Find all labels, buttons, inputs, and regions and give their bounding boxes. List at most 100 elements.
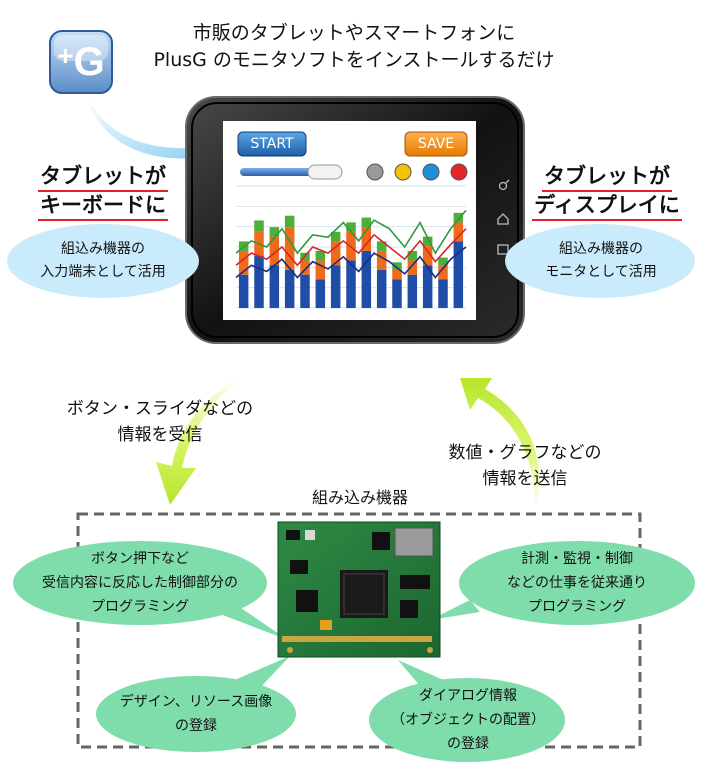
receive-caption-line1: ボタン・スライダなどの (66, 399, 254, 419)
bubble-right-line1: 計測・監視・制御 (521, 551, 633, 567)
left-desc-bubble (7, 224, 199, 298)
chart-bar-segment (315, 279, 326, 308)
bubble-left-shape (13, 541, 288, 640)
left-desc-line1: 組込み機器の (61, 241, 145, 257)
bubble-bottom-right-line1: ダイアログ情報 (419, 688, 517, 704)
bubble-bottom-left-line1: デザイン、リソース画像 (119, 694, 273, 710)
chart-bar-segment (300, 274, 310, 308)
chart-bar-segment (269, 236, 280, 266)
g-letter: G (73, 40, 105, 84)
chart-bar-segment (392, 279, 402, 308)
embedded-board-image (277, 521, 441, 658)
indicator-lights (366, 163, 468, 181)
chart-bar-segment (407, 274, 418, 308)
left-title-line2: キーボードに (38, 192, 168, 221)
bubble-right-shape (430, 541, 695, 625)
chart-bar-segment (300, 260, 310, 275)
chart-line (235, 209, 467, 255)
chart-bar-segment (284, 215, 295, 228)
indicator-light (394, 163, 412, 181)
chart-bar-segment (376, 269, 387, 308)
right-title-line2: ディスプレイに (532, 192, 682, 221)
chart-bar-segment (422, 246, 433, 266)
chart-bar-segment (315, 260, 326, 280)
chart-line (235, 228, 467, 267)
left-desc-line2: 入力端末として活用 (40, 264, 166, 280)
chart-bar-segment (392, 262, 402, 270)
chart-bar-segment (330, 231, 341, 242)
bubble-left-text: ボタン押下など 受信内容に反応した制御部分の プログラミング (18, 547, 262, 619)
send-caption-line1: 数値・グラフなどの (448, 443, 602, 463)
bubble-left-line3: プログラミング (91, 599, 189, 615)
chart-bar-segment (254, 255, 264, 308)
bubble-bottom-right-shape (369, 660, 565, 762)
chart-bar-segment (407, 250, 418, 261)
chart-bar-segment (238, 250, 249, 275)
chart-bar-segment (238, 274, 249, 308)
chart-bar-segment (284, 269, 295, 308)
bubble-bottom-left-shape (96, 656, 296, 752)
headline-line1: 市販のタブレットやスマートフォンに (192, 22, 516, 44)
chart-bar-segment (361, 250, 372, 308)
chart-bar-segment (438, 265, 448, 280)
indicator-light (422, 163, 440, 181)
right-title-line1: タブレットが (542, 163, 672, 192)
chart-bar-segment (284, 227, 295, 270)
send-caption: 数値・グラフなどの 情報を送信 (415, 440, 635, 492)
bubble-bottom-left-line2: の登録 (175, 718, 217, 734)
plus-glyph: + (57, 40, 74, 71)
chart-bar-segment (453, 222, 464, 242)
chart-bar-segment (361, 217, 372, 228)
bubble-bottom-right-line3: の登録 (447, 736, 489, 752)
start-button[interactable]: START (250, 136, 294, 152)
right-desc-bubble (505, 224, 695, 298)
chart-bar-segment (438, 257, 448, 266)
slider-track (240, 168, 330, 176)
chart-bar-segment (376, 241, 387, 251)
left-desc: 組込み機器の 入力端末として活用 (10, 238, 196, 284)
chart-bar-segment (376, 250, 387, 270)
save-button[interactable]: SAVE (417, 136, 455, 152)
bubble-bottom-right-text: ダイアログ情報 （オブジェクトの配置） の登録 (372, 684, 564, 756)
chart-bar-segment (315, 250, 326, 261)
chart-bar-segment (254, 220, 264, 232)
send-caption-line2: 情報を送信 (482, 469, 568, 489)
bubble-bottom-right-line2: （オブジェクトの配置） (391, 712, 545, 728)
chart-bar-segment (330, 265, 341, 308)
chart-bar-segment (346, 222, 356, 232)
receive-caption-line2: 情報を受信 (117, 425, 203, 445)
chart-bar-segment (407, 260, 418, 275)
bubble-left-line1: ボタン押下など (91, 551, 189, 567)
chart-bar-segment (269, 265, 280, 308)
headline-line2: PlusG のモニタソフトをインストールするだけ (153, 49, 555, 71)
left-title-line1: タブレットが (38, 163, 168, 192)
chart-bar-segment (422, 236, 433, 247)
indicator-light (450, 163, 468, 181)
tablet-chart (235, 185, 467, 309)
chart-bar-segment (422, 265, 433, 308)
chart-bar-segment (453, 241, 464, 308)
bubble-right-text: 計測・監視・制御 などの仕事を従来通り プログラミング (465, 547, 689, 619)
chart-line (235, 246, 467, 279)
receive-caption: ボタン・スライダなどの 情報を受信 (40, 396, 280, 448)
slider-handle (307, 164, 343, 180)
chart-bar-segment (361, 227, 372, 251)
left-title: タブレットが キーボードに (8, 163, 198, 221)
bubble-left-line2: 受信内容に反応した制御部分の (42, 575, 238, 591)
right-desc: 組込み機器の モニタとして活用 (508, 238, 694, 284)
chart-bar-segment (269, 227, 280, 237)
bubble-right-line3: プログラミング (528, 599, 626, 615)
right-title: タブレットが ディスプレイに (512, 163, 702, 221)
right-desc-line2: モニタとして活用 (545, 264, 657, 280)
start-button-bg (237, 131, 307, 157)
plusg-icon-label: +G (50, 36, 112, 88)
right-desc-line1: 組込み機器の (559, 241, 643, 257)
bubble-bottom-left-text: デザイン、リソース画像 の登録 (100, 690, 292, 738)
device-label: 組み込み機器 (311, 488, 408, 507)
send-arrow (460, 378, 540, 510)
headline: 市販のタブレットやスマートフォンに PlusG のモニタソフトをインストールする… (0, 20, 708, 74)
chart-bar-segment (346, 260, 356, 308)
device-boundary (76, 512, 642, 749)
indicator-light (366, 163, 384, 181)
